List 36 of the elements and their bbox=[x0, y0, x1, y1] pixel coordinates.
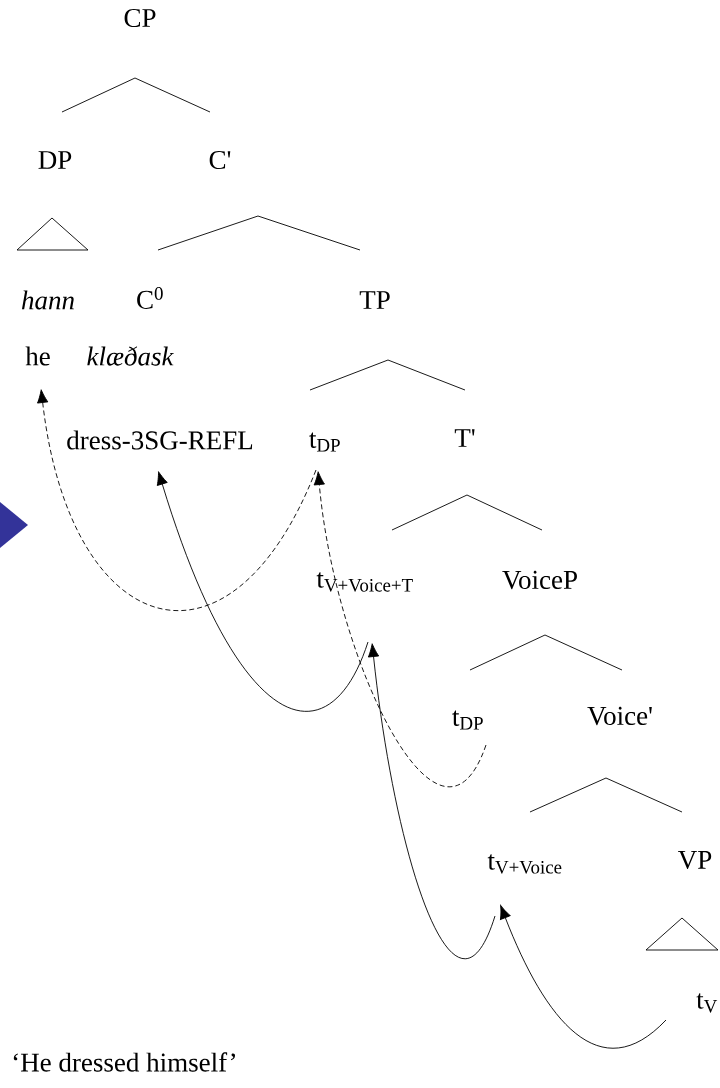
tree-branch bbox=[157, 215, 259, 251]
movement-arrow bbox=[156, 471, 369, 711]
tree-label: t$_{V}$ bbox=[696, 993, 718, 1013]
tree-label: CP bbox=[124, 8, 156, 28]
tree-label: VoiceP bbox=[502, 570, 577, 590]
movement-arrow bbox=[313, 471, 487, 787]
tree-label: t$_{DP}$ bbox=[452, 710, 483, 730]
tree-branch bbox=[544, 634, 623, 671]
tree-branch bbox=[605, 777, 683, 813]
tree-label: klæðask bbox=[87, 346, 174, 366]
tree-label: Voice' bbox=[587, 706, 652, 726]
tree-branch bbox=[391, 494, 468, 531]
tree-label: hann bbox=[21, 290, 74, 310]
tree-label: C$^{0}$ bbox=[137, 287, 163, 309]
tree-branch bbox=[387, 359, 466, 391]
tree-label: dress-3SG-REFL bbox=[67, 430, 253, 450]
tree-branch bbox=[134, 77, 211, 113]
movement-arrow bbox=[37, 389, 317, 611]
caption: ‘He dressed himself’ bbox=[13, 1052, 235, 1072]
tree-label: C' bbox=[209, 150, 231, 170]
tree-label: DP bbox=[38, 151, 72, 169]
tree-label: t$_{V+Voice}$ bbox=[487, 854, 562, 874]
tree-label: he bbox=[25, 346, 50, 366]
tree-branch bbox=[61, 77, 136, 113]
tree-branch bbox=[466, 494, 543, 531]
tree-branch bbox=[529, 777, 607, 813]
tree-label: T' bbox=[454, 429, 475, 447]
tree-branch bbox=[309, 359, 389, 391]
movement-arrow bbox=[499, 905, 667, 1049]
movement-arrow bbox=[367, 643, 496, 959]
tree-branch bbox=[257, 215, 361, 251]
tree-branch bbox=[469, 634, 546, 671]
tree-label: TP bbox=[359, 291, 390, 309]
tree-label: t$_{DP}$ bbox=[309, 432, 340, 452]
tree-label: t$_{V+Voice+T}$ bbox=[316, 572, 413, 592]
tree-label: VP bbox=[678, 850, 712, 870]
